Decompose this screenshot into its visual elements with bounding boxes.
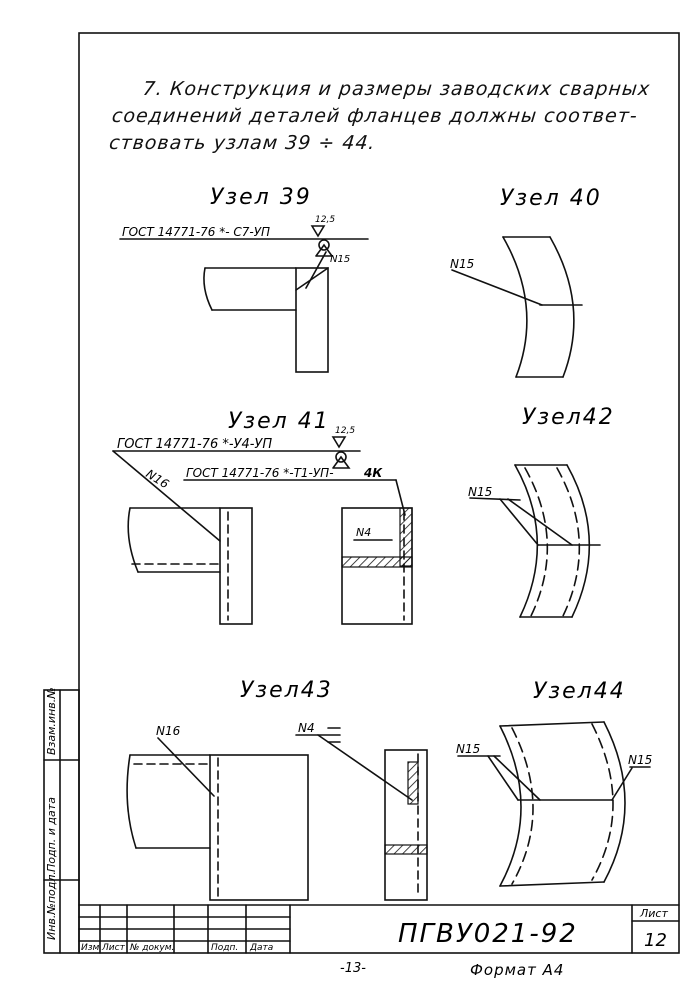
node-43-title: Узел43 bbox=[240, 678, 333, 703]
title-block bbox=[78, 904, 680, 954]
sheet-label: Лист bbox=[639, 907, 668, 920]
node-43-weld-b: N4 bbox=[298, 721, 315, 735]
node-44-weld-a: N15 bbox=[456, 742, 480, 756]
tb-header-list: Лист bbox=[101, 943, 126, 953]
node-41-gost-a: ГОСТ 14771-76 *-У4-УП bbox=[117, 437, 272, 452]
tb-header-izm: Изм bbox=[81, 943, 100, 953]
node-40-weld: N15 bbox=[450, 257, 474, 271]
node-42-drawing bbox=[469, 464, 601, 619]
node-44-weld-b: N15 bbox=[628, 753, 652, 767]
node-40-title: Узел 40 bbox=[500, 186, 602, 211]
format-label: Формат А4 bbox=[470, 961, 564, 979]
node-39-weld: N15 bbox=[330, 254, 350, 265]
node-39-drawing bbox=[119, 225, 369, 373]
page-number: -13- bbox=[340, 961, 366, 976]
sheet-number: 12 bbox=[644, 930, 667, 951]
side-stamp-c3: Взам.инв.№ bbox=[45, 687, 58, 755]
side-stamp-c1: Инв.№подл. bbox=[45, 871, 58, 940]
node-44-title: Узел44 bbox=[533, 679, 626, 704]
doc-code: ПГВУ021-92 bbox=[398, 919, 578, 949]
side-stamp-c2: Подп. и дата bbox=[45, 797, 58, 872]
node-44-drawing bbox=[457, 721, 651, 887]
node-41-drawing bbox=[112, 436, 413, 625]
node-41-weld-b: N4 bbox=[356, 526, 371, 539]
tb-header-doc: № докум. bbox=[129, 943, 174, 953]
node-43-weld-a: N16 bbox=[156, 724, 181, 738]
node-39-title: Узел 39 bbox=[210, 185, 312, 210]
tb-header-podp: Подп. bbox=[211, 943, 238, 953]
tb-header-date: Дата bbox=[249, 943, 273, 953]
node-41-roughness: 12,5 bbox=[335, 426, 355, 436]
node-41-gost-b: ГОСТ 14771-76 *-Т1-УП- bbox=[186, 466, 334, 480]
sheet-frame bbox=[78, 32, 680, 954]
node-42-title: Узел42 bbox=[522, 405, 615, 430]
node-40-drawing bbox=[451, 236, 583, 378]
node-41-title: Узел 41 bbox=[228, 409, 330, 434]
node-39-gost: ГОСТ 14771-76 *- С7-УП bbox=[122, 225, 270, 239]
node-41-gost-b-mark: 4К bbox=[363, 466, 383, 480]
node-39-roughness: 12,5 bbox=[315, 215, 335, 225]
node-42-weld: N15 bbox=[468, 485, 492, 499]
side-stamp bbox=[43, 689, 80, 954]
node-43-drawing bbox=[126, 727, 428, 901]
